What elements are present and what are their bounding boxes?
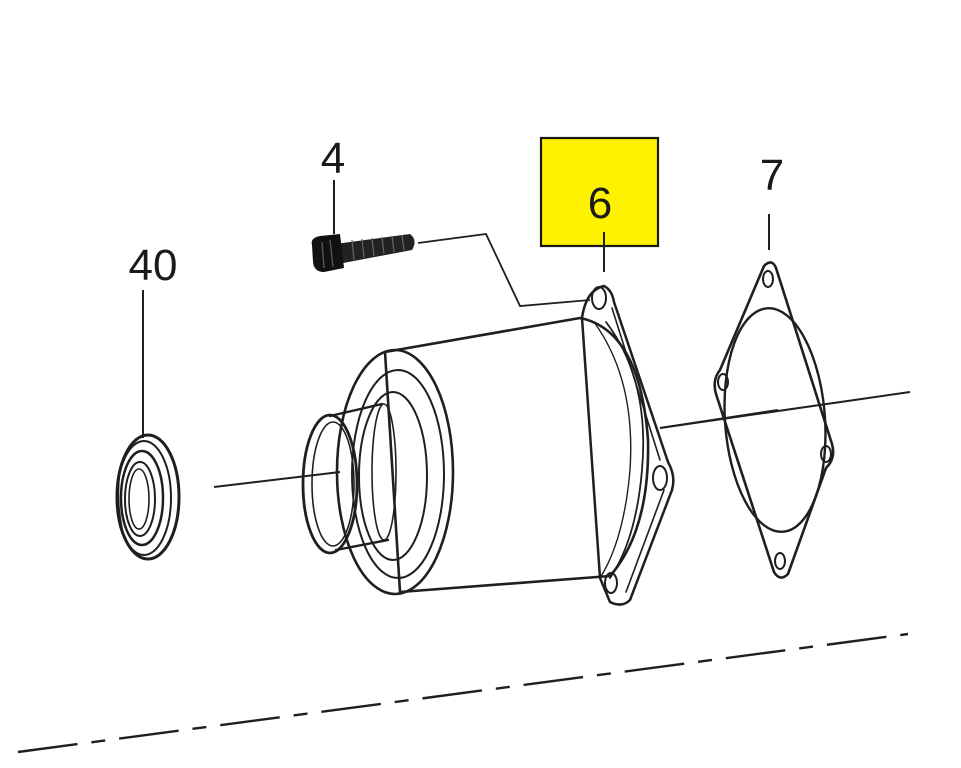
oil-seal-part[interactable] <box>115 433 181 561</box>
assembly-path-line <box>417 233 591 307</box>
reference-dashed-line <box>17 632 909 754</box>
callout-highlight-box-6 <box>539 136 660 248</box>
screw-part[interactable] <box>311 234 415 272</box>
callout-label-40: 40 <box>129 241 178 290</box>
housing-part[interactable] <box>301 284 675 606</box>
axis-line-through-gasket <box>659 409 779 429</box>
callout-label-6: 6 <box>588 179 612 228</box>
callout-label-7: 7 <box>760 151 784 200</box>
axis-line-left <box>213 471 341 488</box>
gasket-part[interactable] <box>713 261 835 579</box>
callout-label-4: 4 <box>321 134 345 183</box>
